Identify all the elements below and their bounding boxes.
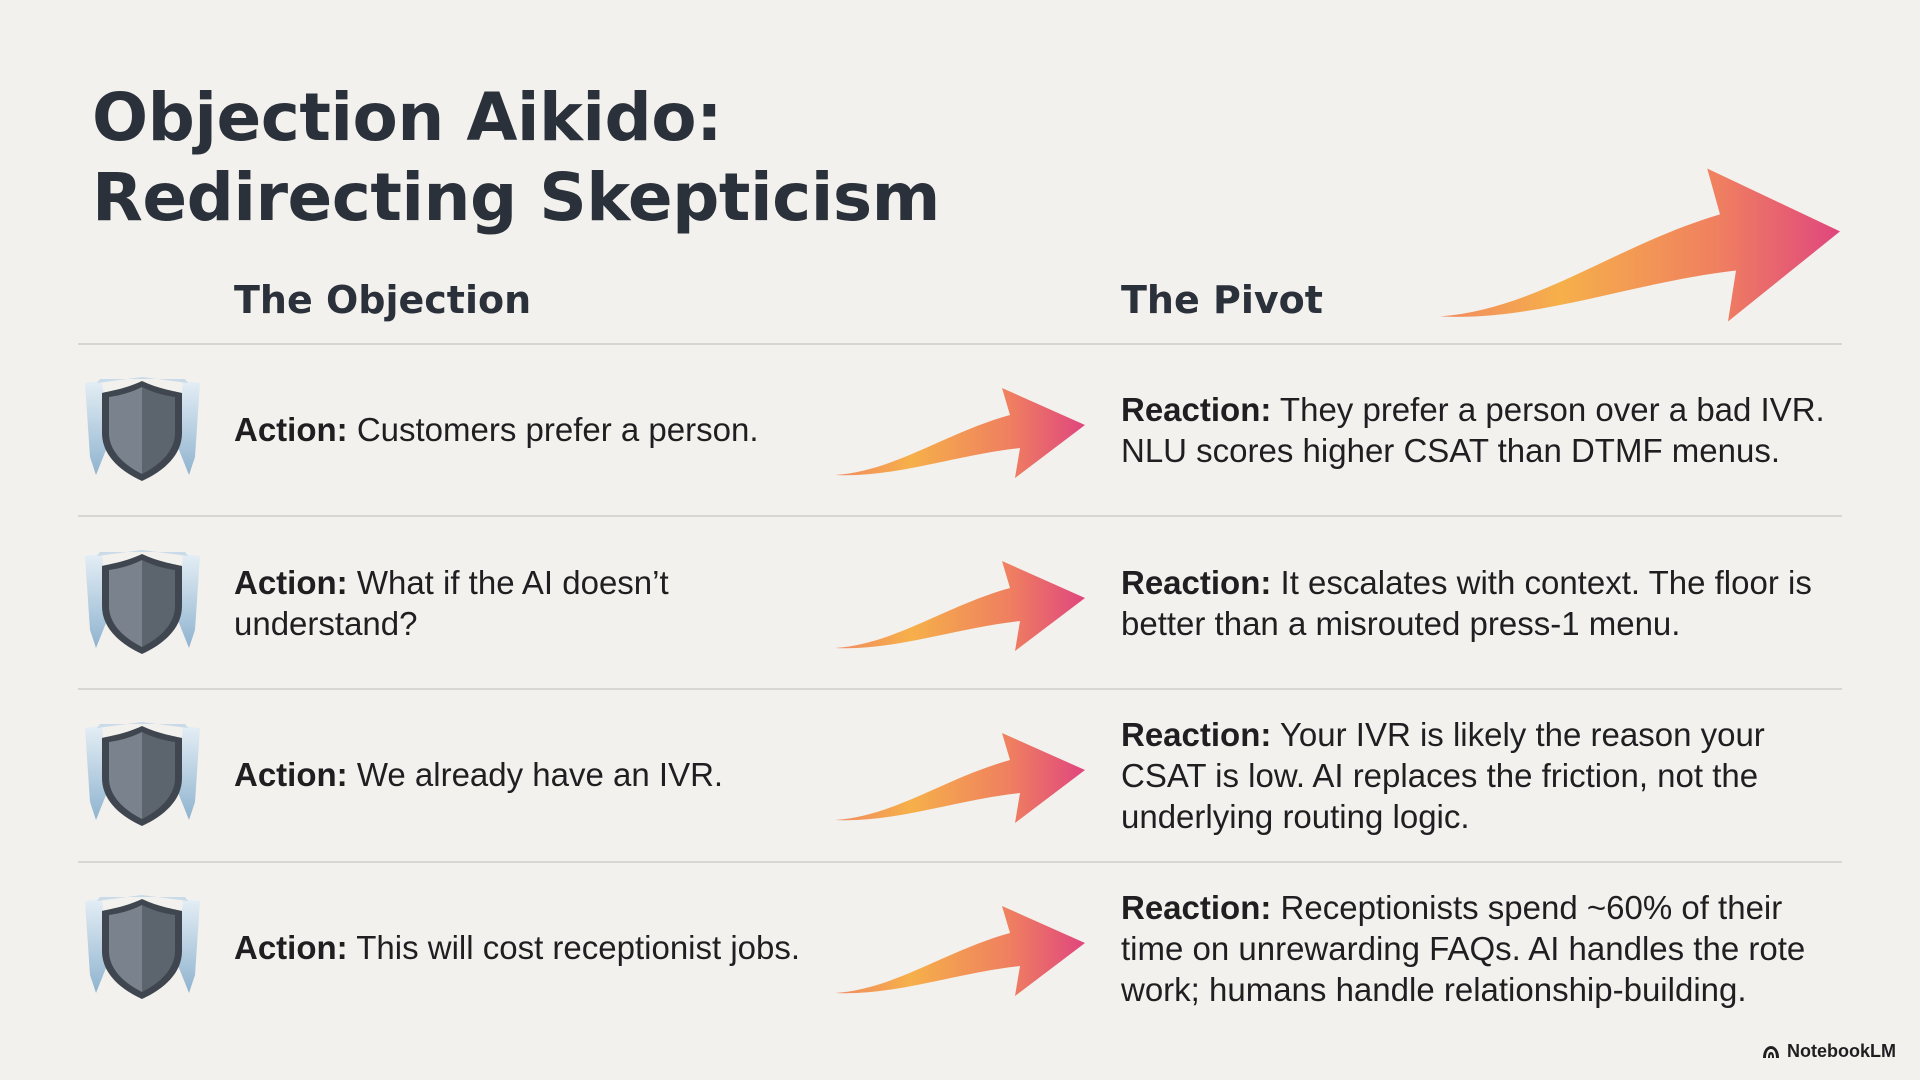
action-text: Action: We already have an IVR. <box>234 754 824 795</box>
shield-icon <box>85 722 200 826</box>
reaction-body: Receptionists spend ~60% of their time o… <box>1121 889 1806 1008</box>
row-divider <box>78 688 1842 690</box>
reaction-label: Reaction: <box>1121 564 1272 601</box>
reaction-body: They prefer a person over a bad IVR. NLU… <box>1121 391 1825 469</box>
action-label: Action: <box>234 564 348 601</box>
action-text: Action: What if the AI doesn’t understan… <box>234 562 824 644</box>
row-divider <box>78 861 1842 863</box>
action-body: This will cost receptionist jobs. <box>347 929 801 966</box>
reaction-body: Your IVR is likely the reason your CSAT … <box>1121 716 1765 835</box>
reaction-text: Reaction: Receptionists spend ~60% of th… <box>1121 887 1831 1010</box>
row-divider <box>78 515 1842 517</box>
action-body: We already have an IVR. <box>347 756 724 793</box>
header-arrow-icon <box>1440 168 1840 322</box>
reaction-text: Reaction: They prefer a person over a ba… <box>1121 389 1831 471</box>
arrow-right-icon <box>835 906 1085 996</box>
arrow-right-icon <box>835 388 1085 478</box>
pivot-column-header: The Pivot <box>1121 278 1323 322</box>
action-body: What if the AI doesn’t understand? <box>234 564 669 642</box>
action-body: Customers prefer a person. <box>347 411 759 448</box>
objection-row: Action: This will cost receptionist jobs… <box>0 863 1920 1035</box>
objection-row: Action: What if the AI doesn’t understan… <box>0 518 1920 690</box>
action-text: Action: This will cost receptionist jobs… <box>234 927 824 968</box>
objection-column-header: The Objection <box>234 278 532 322</box>
reaction-label: Reaction: <box>1121 716 1272 753</box>
reaction-label: Reaction: <box>1121 391 1272 428</box>
action-label: Action: <box>234 411 348 448</box>
header-divider <box>78 343 1842 345</box>
brand-label: NotebookLM <box>1787 1041 1896 1061</box>
shield-icon <box>85 377 200 481</box>
arrow-right-icon <box>835 561 1085 651</box>
action-text: Action: Customers prefer a person. <box>234 409 824 450</box>
page-title: Objection Aikido: Redirecting Skepticism <box>92 79 940 236</box>
reaction-text: Reaction: Your IVR is likely the reason … <box>1121 714 1831 837</box>
reaction-text: Reaction: It escalates with context. The… <box>1121 562 1831 644</box>
objection-row: Action: We already have an IVR. Reaction… <box>0 690 1920 862</box>
action-label: Action: <box>234 756 348 793</box>
action-label: Action: <box>234 929 348 966</box>
shield-icon <box>85 550 200 654</box>
arrow-right-icon <box>835 733 1085 823</box>
brand-watermark: NotebookLM <box>1761 1041 1896 1062</box>
shield-icon <box>85 895 200 999</box>
notebooklm-icon <box>1763 1045 1780 1058</box>
objection-row: Action: Customers prefer a person. React… <box>0 345 1920 517</box>
reaction-label: Reaction: <box>1121 889 1272 926</box>
reaction-body: It escalates with context. The floor is … <box>1121 564 1812 642</box>
